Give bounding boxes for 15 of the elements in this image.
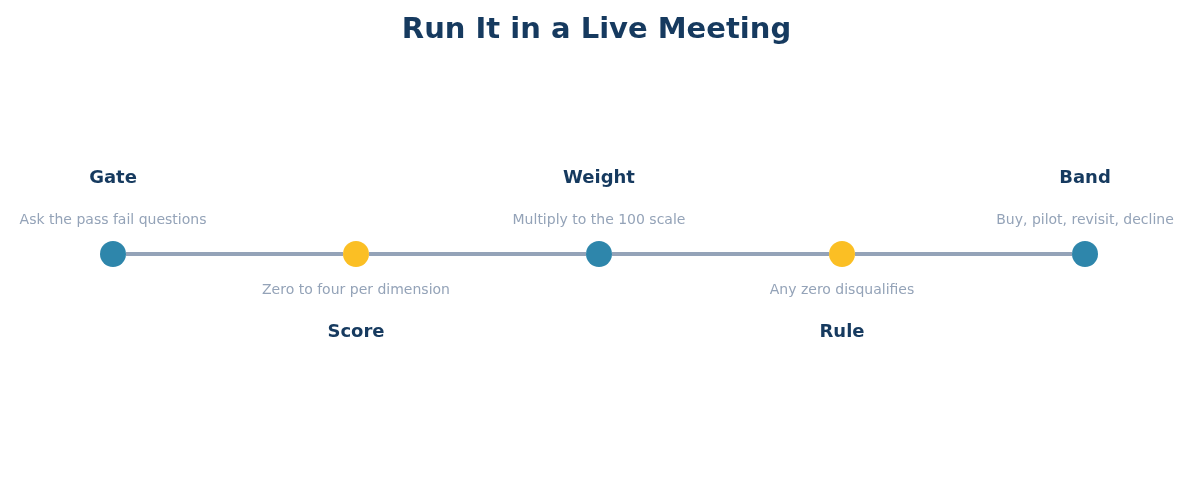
timeline-line [369,252,586,256]
milestone-title: Rule [819,320,865,342]
milestone-description: Multiply to the 100 scale [512,210,686,228]
diagram-title: Run It in a Live Meeting [401,10,792,46]
milestone-title: Band [1059,166,1111,188]
milestone-title: Weight [563,166,635,188]
milestone-description: Zero to four per dimension [262,280,450,298]
milestone-description: Any zero disqualifies [769,280,915,298]
timeline-line [612,252,829,256]
timeline-line [855,252,1072,256]
timeline-line [126,252,343,256]
milestone-title: Gate [89,166,137,188]
milestone-description: Buy, pilot, revisit, decline [996,210,1174,228]
milestone-title: Score [327,320,385,342]
milestone-description: Ask the pass fail questions [19,210,207,228]
